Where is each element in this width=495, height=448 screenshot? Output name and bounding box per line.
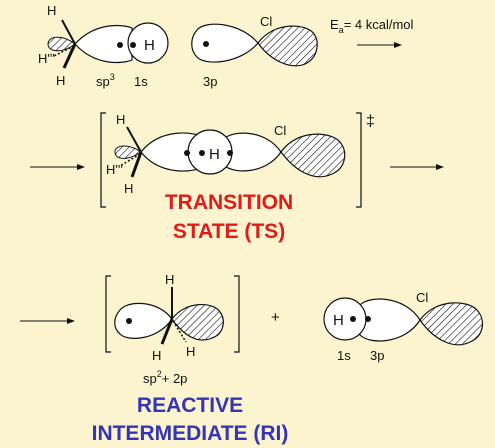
ri-title-line1: REACTIVE xyxy=(137,394,243,417)
h-atom-label: H xyxy=(144,37,155,54)
1s-label: 1s xyxy=(134,74,148,89)
ri-hybrid-label: sp2+ 2p xyxy=(143,369,187,386)
reactant-methyl: H H''' H H sp3 1s xyxy=(38,3,169,89)
h-top-label: H xyxy=(47,3,56,18)
ri-bond-bottom-left xyxy=(160,318,174,345)
ri-bracket-right xyxy=(234,275,240,353)
ts-h-bottom-label: H xyxy=(124,181,133,196)
double-dagger: ‡ xyxy=(366,113,375,130)
ts-h-atom-label: H xyxy=(209,146,220,163)
h-left-label: H''' xyxy=(38,51,55,66)
ts-title-line1: TRANSITION xyxy=(165,191,293,214)
cl-3p-hatched-lobe xyxy=(257,25,318,67)
ts-cl-hatched-lobe xyxy=(280,133,346,178)
ri-bracket-left xyxy=(105,275,111,353)
electron-dot xyxy=(184,150,190,156)
hcl-3p-label: 3p xyxy=(370,348,384,363)
ts-bond-top xyxy=(126,126,142,153)
ts-cl-label: Cl xyxy=(274,123,286,138)
ri-hatched-lobe xyxy=(171,304,224,341)
methyl-radical: H H H sp2+ 2p xyxy=(114,272,224,386)
s-orbital-h xyxy=(127,22,169,64)
hcl-h-atom-label: H xyxy=(333,312,344,329)
ts-bracket-right xyxy=(356,112,362,208)
ts-bond-bottom xyxy=(130,151,143,178)
electron-dot xyxy=(350,316,356,322)
ri-title-line2: INTERMEDIATE (RI) xyxy=(92,422,289,445)
ts-bracket-left xyxy=(100,112,106,208)
bond-top xyxy=(61,19,76,45)
bond-bottom xyxy=(62,43,77,69)
h-bottom-label: H xyxy=(56,73,65,88)
electron-dot xyxy=(126,318,132,324)
ea-label: Ea= 4 kcal/mol xyxy=(330,17,414,35)
ts-h-left-label: H''' xyxy=(106,162,123,177)
sp3-small-lobe xyxy=(47,36,76,52)
ts-complex: H H''' H H Cl ‡ xyxy=(106,112,375,196)
electron-dot xyxy=(227,150,233,156)
activation-energy: Ea= 4 kcal/mol xyxy=(330,17,414,48)
ts-cl-white-lobe xyxy=(224,132,282,172)
hcl-cl-hatched-lobe xyxy=(419,302,484,346)
ts-small-lobe xyxy=(114,145,142,159)
3p-label: 3p xyxy=(203,74,217,89)
electron-dot xyxy=(130,42,136,48)
electron-dot xyxy=(199,150,205,156)
hcl-h-s-orbital xyxy=(323,297,367,341)
electron-dot xyxy=(203,41,209,47)
ri-h-bottom-right-label: H xyxy=(186,344,195,359)
sp3-orbital-lobe xyxy=(74,24,133,64)
electron-dot xyxy=(117,42,123,48)
ts-h-top-label: H xyxy=(116,112,125,127)
ri-bond-bottom-right-dashed xyxy=(172,320,187,343)
cl-3p-white-lobe xyxy=(191,23,259,63)
hcl-cl-label: Cl xyxy=(416,290,428,305)
reactant-chlorine: Cl 3p xyxy=(191,14,318,89)
ri-h-top-label: H xyxy=(165,272,174,287)
hcl-1s-label: 1s xyxy=(337,348,351,363)
electron-dot xyxy=(365,316,371,322)
sp3-label: sp3 xyxy=(96,72,115,89)
cl-label: Cl xyxy=(260,14,272,29)
ts-title-line2: STATE (TS) xyxy=(173,220,285,243)
ri-white-lobe xyxy=(114,302,173,339)
hcl-molecule: H Cl 1s 3p xyxy=(323,290,484,363)
plus-sign: + xyxy=(271,309,280,326)
ri-h-bottom-left-label: H xyxy=(152,348,161,363)
